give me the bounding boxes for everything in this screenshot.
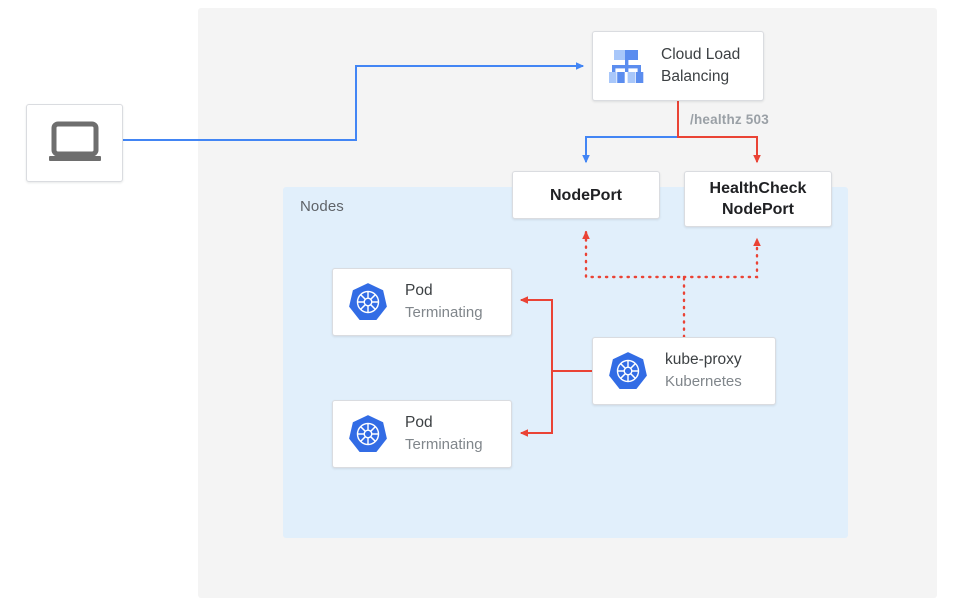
pod-1-title: Pod — [405, 282, 433, 299]
healthcheck-nodeport-labels: HealthCheck NodePort — [710, 178, 807, 220]
healthcheck-nodeport-title: HealthCheck — [709, 180, 807, 197]
kubernetes-icon — [347, 281, 389, 323]
nodes-region-label: Nodes — [300, 198, 344, 215]
cloud-load-balancing-icon — [605, 46, 649, 86]
cloud-load-balancing-labels: Cloud Load Balancing — [661, 44, 740, 88]
nodeport-title: NodePort — [550, 186, 622, 204]
cloud-load-balancing-title-line2: Balancing — [661, 68, 730, 85]
pod-1-box[interactable]: Pod Terminating — [332, 268, 512, 336]
cloud-load-balancing-title: Cloud Load — [661, 46, 741, 63]
pod-2-subtitle: Terminating — [405, 436, 483, 453]
healthz-edge-label: /healthz 503 — [690, 112, 769, 127]
kube-proxy-box[interactable]: kube-proxy Kubernetes — [592, 337, 776, 405]
cloud-load-balancing-box[interactable]: Cloud Load Balancing — [592, 31, 764, 101]
pod-2-labels: Pod Terminating — [405, 412, 483, 456]
kubernetes-icon — [347, 413, 389, 455]
laptop-icon — [46, 121, 104, 165]
pod-1-labels: Pod Terminating — [405, 280, 483, 324]
kube-proxy-subtitle: Kubernetes — [665, 373, 742, 390]
pod-2-title: Pod — [405, 414, 433, 431]
pod-2-box[interactable]: Pod Terminating — [332, 400, 512, 468]
healthcheck-nodeport-title-line2: NodePort — [721, 201, 794, 218]
kube-proxy-title: kube-proxy — [665, 351, 742, 368]
pod-1-subtitle: Terminating — [405, 304, 483, 321]
healthcheck-nodeport-box[interactable]: HealthCheck NodePort — [684, 171, 832, 227]
kube-proxy-labels: kube-proxy Kubernetes — [665, 349, 742, 393]
kubernetes-icon — [607, 350, 649, 392]
client-node-box[interactable] — [26, 104, 123, 182]
nodeport-box[interactable]: NodePort — [512, 171, 660, 219]
